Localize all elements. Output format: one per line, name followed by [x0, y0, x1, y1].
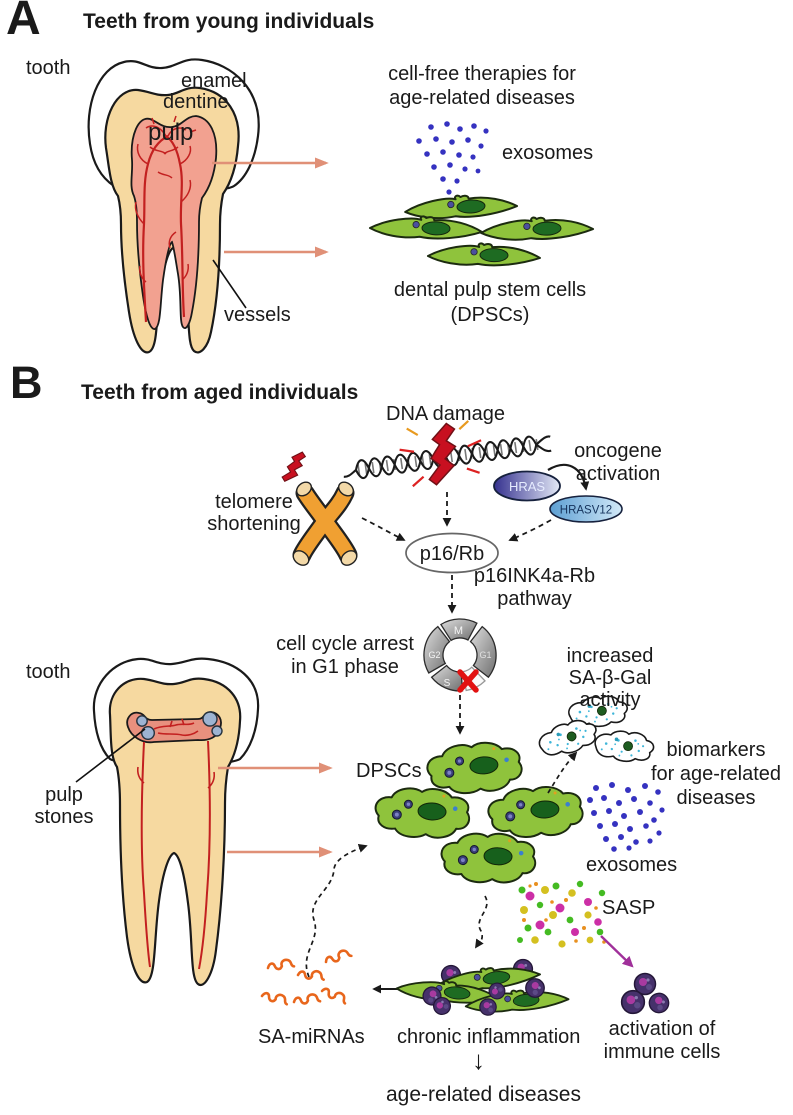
hras-label: HRAS	[509, 479, 545, 494]
g1-block-cross-icon	[457, 669, 479, 693]
enamel-label: enamel	[181, 70, 247, 92]
dpsc-to-sabgal-arrow	[547, 751, 578, 794]
telomere-chromosome	[278, 448, 358, 566]
pulp-vessels	[134, 115, 197, 323]
hrasv12-ellipse	[549, 495, 623, 523]
age-related-diseases-label: age-related diseases	[386, 1083, 581, 1106]
oncogene-to-p16-arrow	[508, 519, 552, 542]
telomere-to-p16-arrow	[361, 517, 406, 541]
exosome-cluster-aged	[587, 782, 665, 852]
hrasv12-label: HRASV12	[560, 505, 612, 517]
cycle-segment-g2	[423, 625, 451, 674]
sa-mirnas-label: SA-miRNAs	[258, 1026, 365, 1048]
panel-a-title: Teeth from young individuals	[83, 10, 375, 33]
dentine-label: dentine	[163, 91, 229, 113]
oncogene-activation-illustration: HRAS HRASV12	[493, 463, 623, 523]
exosomes-label-aged: exosomes	[586, 854, 678, 876]
pulp-vessels-aged	[136, 718, 216, 970]
damage-sparks	[399, 420, 482, 488]
hras-ellipse	[493, 470, 561, 502]
arrows-young-tooth	[212, 157, 329, 258]
cycle-s-label: S	[444, 678, 451, 689]
cell-cycle-wheel: M G2 S G1	[423, 618, 497, 693]
tooth-young-illustration	[87, 58, 260, 354]
telomere-shortening-label: telomere shortening	[207, 491, 301, 535]
chronic-inflammation-label: chronic inflammation	[397, 1026, 581, 1048]
exosomes-label-young: exosomes	[502, 142, 594, 164]
secondary-dashed-arrows	[305, 751, 578, 978]
cell-cycle-arrest-label: cell cycle arrest in G1 phase	[276, 633, 414, 678]
sasp-label: SASP	[602, 897, 656, 919]
mirna-dpsc-dashed-arrow	[305, 844, 368, 978]
hras-to-hrasv12-arrow	[547, 463, 590, 491]
pathway-dashed-arrows	[361, 492, 552, 735]
dpsc-to-inflammation-arrow	[475, 895, 488, 949]
p16rb-label: p16/Rb	[420, 543, 485, 565]
tooth-label-aged: tooth	[26, 661, 71, 683]
vessels-pointer-line	[212, 259, 247, 309]
down-arrow-glyph: ↓	[472, 1045, 485, 1075]
dna-damage-label: DNA damage	[386, 403, 505, 425]
arrows-aged-tooth	[218, 762, 333, 858]
pulp-stones-pointer-line	[75, 728, 146, 783]
cycle-g2-label: G2	[428, 650, 440, 660]
cycle-segment-g1	[469, 625, 497, 679]
cycle-m-label: M	[454, 625, 463, 637]
dpscs-label-aged: DPSCs	[356, 760, 422, 782]
sa-bgal-activity-label: increased SA-β-Gal activity	[566, 645, 654, 711]
activated-immune-cells	[620, 972, 674, 1018]
tooth-label-young: tooth	[26, 57, 71, 79]
telomere-bolt-icon	[278, 448, 310, 486]
panel-a-label: A	[6, 0, 41, 45]
oncogene-activation-label: oncogene activation	[574, 440, 662, 485]
pulp-stones-label: pulp stones	[34, 784, 94, 828]
tooth-aged-illustration	[92, 657, 260, 987]
exosome-cluster-young	[416, 121, 489, 209]
dpsc-label-young: dental pulp stem cells (DPSCs)	[393, 279, 587, 326]
cycle-g1-label: G1	[479, 650, 491, 660]
immune-activation-label: activation of immune cells	[603, 1018, 721, 1063]
p16rb-node: p16/Rb	[405, 532, 499, 574]
p16-pathway-label: p16INK4a-Rb pathway	[473, 565, 596, 610]
biomarkers-label: biomarkers for age-related diseases	[650, 739, 782, 809]
sasp-to-immune-arrow	[600, 935, 634, 968]
panel-b-label: B	[10, 357, 43, 408]
cell-free-therapies-label: cell-free therapies for age-related dise…	[388, 63, 576, 109]
chronic-inflammation-cells	[394, 958, 570, 1019]
pulp-label: pulp	[148, 119, 194, 146]
vessels-label: vessels	[224, 304, 291, 326]
dpsc-cells-young	[368, 191, 595, 268]
panel-b-title: Teeth from aged individuals	[81, 381, 359, 404]
sasp-cluster	[517, 880, 606, 948]
cycle-segment-m	[440, 618, 478, 642]
dna-damage-illustration	[343, 420, 552, 488]
